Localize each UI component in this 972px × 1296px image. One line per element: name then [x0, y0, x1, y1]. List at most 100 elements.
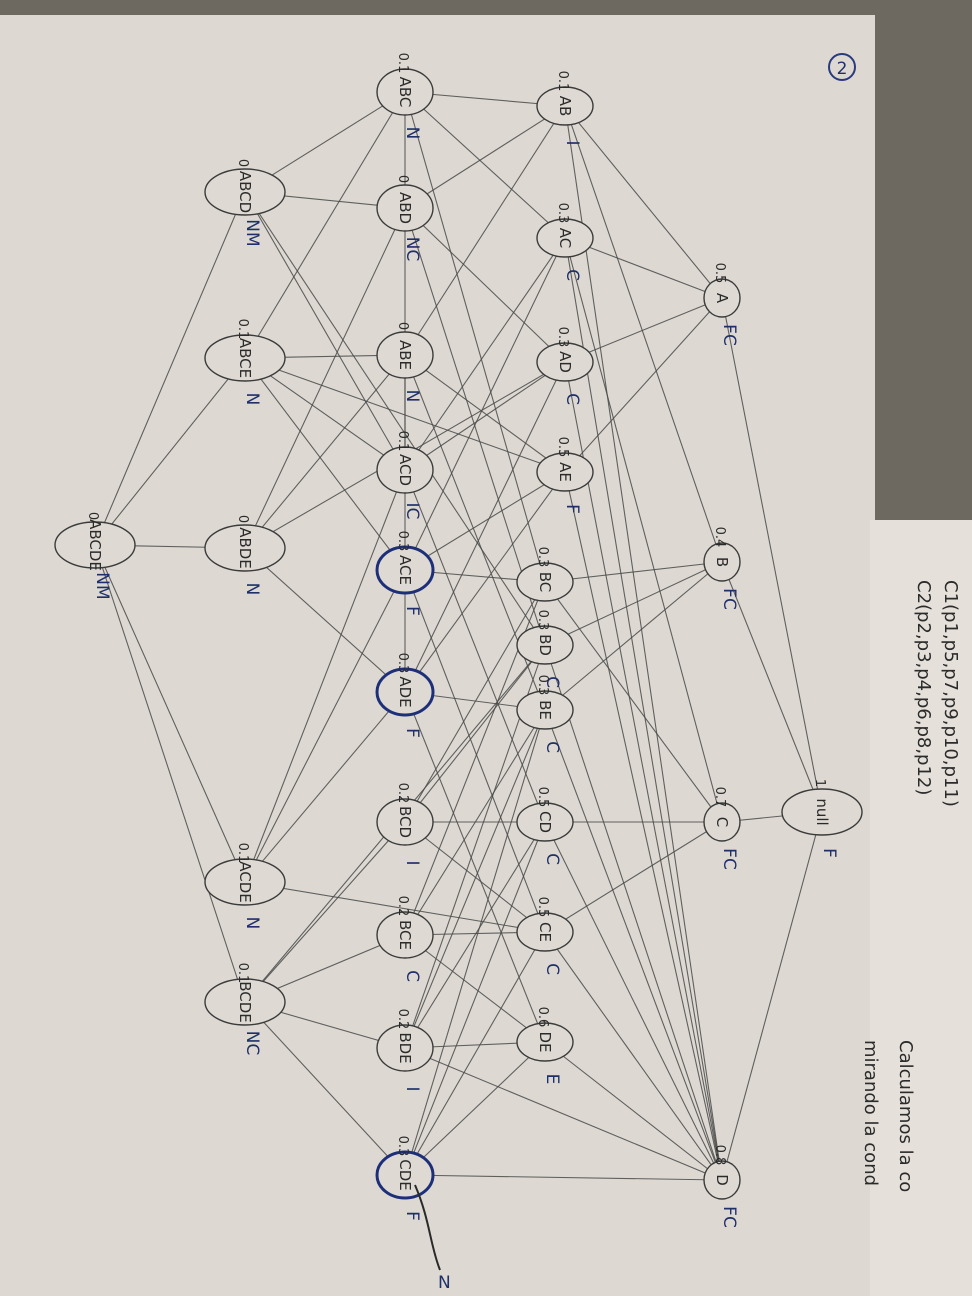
node-support: 0.3: [535, 547, 550, 568]
node-annotation: C: [402, 970, 422, 982]
node-support: 0.5: [535, 897, 550, 918]
node-support: 0.4: [712, 527, 727, 548]
node-annotation: F: [402, 606, 422, 616]
node-support: 0: [235, 159, 250, 167]
node-label: null: [813, 798, 831, 825]
node-support: 0.5: [535, 787, 550, 808]
side-note-4: mirando la cond: [860, 1040, 881, 1186]
node-label: AB: [556, 96, 574, 117]
edge-ABC-AC: [404, 91, 566, 239]
edge-BE-D: [544, 709, 723, 1181]
node-ellipse: [376, 1024, 434, 1072]
edge-AB-D: [564, 105, 723, 1181]
node-annotation: IC: [402, 503, 422, 520]
node-label: AD: [556, 351, 574, 373]
node-ac: AC0.3C: [536, 203, 594, 281]
node-label: AC: [556, 228, 574, 248]
edge-ABCD-ABCDE: [94, 191, 246, 546]
side-note-3: Calculamos la co: [895, 1040, 916, 1192]
side-page-notes: C1(p1,p5,p7,p9,p10,p11) C2(p2,p3,p4,p6,p…: [860, 580, 961, 1192]
node-ellipse: [703, 278, 741, 318]
edge-BD-D: [544, 644, 723, 1181]
edge-BD-B: [544, 561, 723, 646]
node-label: BDE: [396, 1032, 414, 1063]
node-ellipse: [376, 68, 434, 116]
edge-ACE-ACDE: [244, 569, 406, 883]
edge-AE-A: [564, 297, 723, 473]
edge-ACD-ABCD: [244, 191, 406, 471]
node-ellipse: [376, 331, 434, 379]
node-de: DE0.6E: [516, 1007, 574, 1084]
node-support: 0.3: [395, 531, 410, 552]
node-support: 0.3: [535, 675, 550, 696]
edge-AE-ACE: [404, 471, 566, 571]
node-label: ABE: [396, 340, 414, 370]
edge-CD-D: [544, 821, 723, 1181]
node-annotation: F: [562, 504, 582, 514]
node-ellipse: [376, 911, 434, 959]
node-label: ABDE: [236, 527, 254, 569]
node-ellipse: [536, 452, 594, 492]
node-support: 0.1: [235, 319, 250, 340]
node-support: 0.1: [235, 963, 250, 984]
node-support: 0: [85, 512, 100, 520]
edge-ABCE-ABCDE: [94, 357, 246, 546]
node-annotation: N: [242, 393, 262, 406]
edge-AB-A: [564, 105, 723, 299]
node-ellipse: [703, 802, 741, 842]
node-support: 0.1: [235, 843, 250, 864]
edge-ACD-ABCE: [244, 357, 406, 471]
edge-A-null: [721, 297, 823, 813]
edge-BCDE-ABCDE: [94, 544, 246, 1003]
edge-ABCE-AE: [244, 357, 566, 473]
edge-BC-BCD: [404, 581, 546, 823]
edge-CE-CDE: [404, 931, 546, 1176]
node-support: 0.6: [535, 1007, 550, 1028]
node-annotation: N: [402, 390, 422, 403]
node-support: 0.1: [395, 431, 410, 452]
annotation-arrow-label: N: [438, 1273, 451, 1293]
node-label: ADE: [396, 676, 414, 707]
node-support: 1: [812, 779, 827, 787]
node-label: BCD: [396, 806, 414, 838]
node-support: 0.1: [395, 53, 410, 74]
node-ellipse: [204, 334, 286, 382]
node-label: BCE: [396, 920, 414, 950]
node-annotation: C: [562, 269, 582, 281]
edge-ADE-ACDE: [244, 691, 406, 883]
node-support: 0.8: [712, 1145, 727, 1166]
node-label: BD: [536, 634, 554, 656]
node-ellipse: [204, 858, 286, 906]
node-label: ABCDE: [86, 519, 104, 571]
annotation-arrow: [414, 1184, 441, 1271]
node-annotation: N: [242, 583, 262, 596]
node-label: ABC: [396, 77, 414, 108]
node-ellipse: [375, 667, 435, 717]
node-annotation: C: [542, 963, 562, 975]
edge-AB-B: [564, 105, 723, 563]
node-d: D0.8FC: [703, 1145, 741, 1228]
node-annotation: F: [402, 1211, 422, 1221]
node-ae: AE0.5F: [536, 437, 594, 514]
edge-ABC-ABCE: [244, 91, 406, 359]
node-annotation: N: [242, 917, 262, 930]
node-support: 0.3: [395, 1136, 410, 1157]
node-support: 0.7: [712, 787, 727, 808]
edge-AC-ACE: [404, 237, 566, 571]
edge-BCD-CE: [404, 821, 546, 933]
edge-ABE-ABDE: [244, 354, 406, 549]
node-ellipse: [516, 1022, 574, 1062]
node-annotation: N: [402, 127, 422, 140]
edge-B-null: [721, 561, 823, 813]
side-paper-sheet: [870, 520, 972, 1296]
node-annotation: C: [542, 741, 562, 753]
node-ellipse: [54, 521, 136, 569]
node-support: 0.3: [395, 653, 410, 674]
